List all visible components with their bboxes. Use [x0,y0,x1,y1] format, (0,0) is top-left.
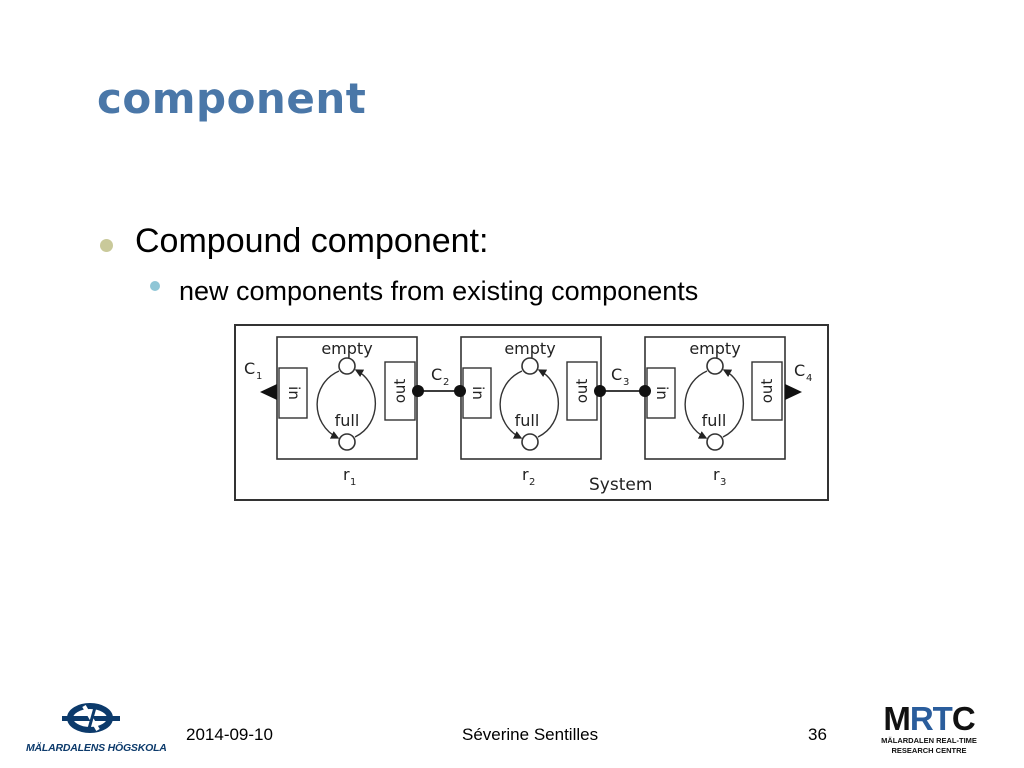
component-r2: empty full in out [460,336,602,460]
mrtc-wordmark: MRTC [883,700,975,737]
out-port-label: out [758,379,776,404]
university-emblem-icon [62,703,120,733]
input-arrow-icon [260,384,277,400]
svg-text:2: 2 [443,377,449,388]
connector-dot [412,385,424,397]
svg-text:C: C [794,361,805,380]
in-port-box [278,367,308,419]
in-port-box [462,367,492,419]
system-label: System [589,475,652,495]
sub-bullet-dot-icon [150,281,160,291]
svg-text:r: r [713,465,720,484]
svg-text:4: 4 [806,373,812,384]
output-arrow-icon [785,384,802,400]
in-port-label: in [469,386,487,400]
connector-label-c1: C 1 [244,359,262,382]
component-label-r1: r 1 [343,465,356,488]
svg-text:C: C [611,365,622,384]
in-port-label: in [653,386,671,400]
top-state-label: empty [321,339,372,358]
malardalens-hogskola-logo: MÄLARDALENS HÖGSKOLA [26,700,167,760]
svg-text:C: C [244,359,255,378]
out-port-box [751,361,783,421]
top-state-circle [521,357,539,375]
connector-label-c2: C 2 [431,365,449,388]
svg-text:1: 1 [350,477,356,488]
top-state-label: empty [504,339,555,358]
page-number: 36 [808,725,827,744]
mrtc-line-2: RESEARCH CENTRE [891,746,967,755]
connector-label-c3: C 3 [611,365,629,388]
system-frame [234,324,829,501]
bottom-state-circle [706,433,724,451]
svg-text:3: 3 [720,477,726,488]
component-r1: empty full in out [276,336,418,460]
svg-text:r: r [343,465,350,484]
svg-text:3: 3 [623,377,629,388]
out-port-box [566,361,598,421]
top-state-label: empty [689,339,740,358]
bullet-text: Compound component: [135,222,489,260]
bullet-dot-icon [100,239,113,252]
bottom-state-label: full [515,411,540,430]
top-state-circle [338,357,356,375]
bottom-state-circle [338,433,356,451]
svg-text:2: 2 [529,477,535,488]
in-port-label: in [285,386,303,400]
component-r3: empty full in out [644,336,786,460]
footer-author: Séverine Sentilles [462,725,599,744]
out-port-label: out [573,379,591,404]
university-name: MÄLARDALENS HÖGSKOLA [26,742,167,754]
bottom-state-label: full [702,411,727,430]
svg-text:C: C [431,365,442,384]
svg-text:r: r [522,465,529,484]
out-port-label: out [391,379,409,404]
sub-bullet-text: new components from existing components [179,276,699,306]
connector-dot [639,385,651,397]
mrtc-logo: MRTC MÄLARDALEN REAL-TIME RESEARCH CENTR… [872,702,986,764]
bottom-state-label: full [335,411,360,430]
connector-dot [454,385,466,397]
compound-component-diagram: empty full in out empty full in out [234,324,830,502]
component-label-r2: r 2 [522,465,535,488]
svg-text:1: 1 [256,371,262,382]
top-state-circle [706,357,724,375]
footer-date: 2014-09-10 [186,725,273,744]
bottom-state-circle [521,433,539,451]
connector-dot [594,385,606,397]
component-label-r3: r 3 [713,465,726,488]
mrtc-line-1: MÄLARDALEN REAL-TIME [881,736,977,745]
slide-title: component [97,74,367,123]
connector-label-c4: C 4 [794,361,812,384]
